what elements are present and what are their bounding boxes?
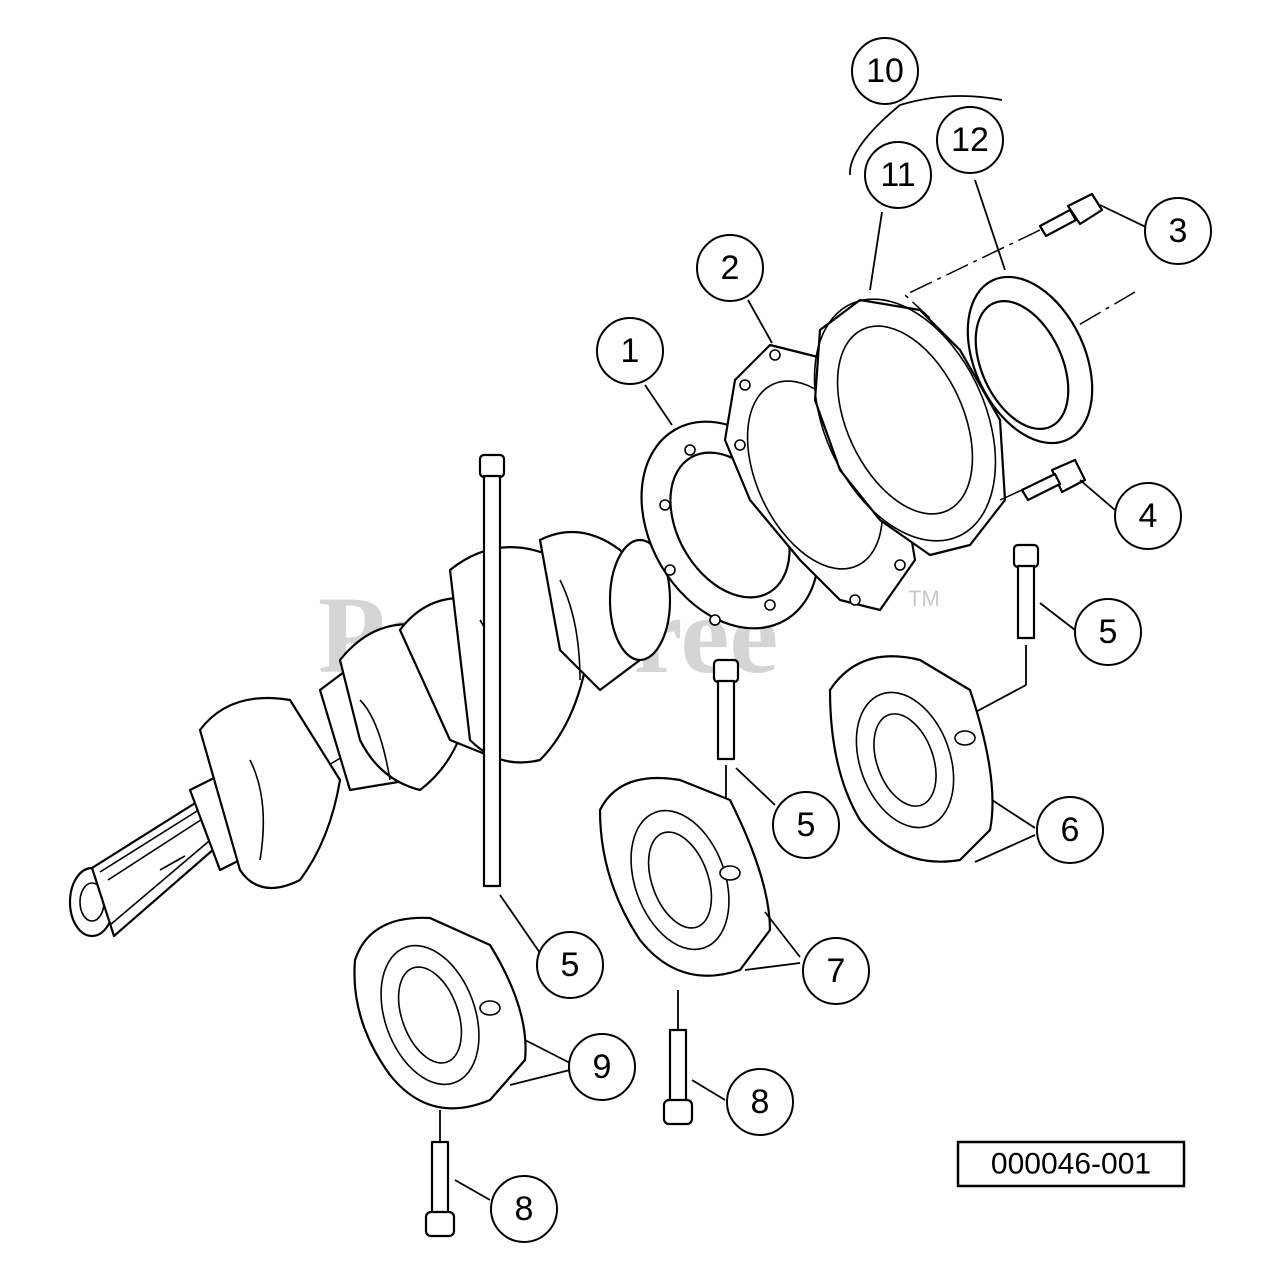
callout-12-label: 12 [951,121,989,159]
callout-7: 7 [802,937,870,1005]
callout-7-label: 7 [827,952,846,990]
watermark-tm: TM [908,586,940,611]
callout-2-label: 2 [721,249,740,287]
callout-9-label: 9 [593,1048,612,1086]
callout-4-label: 4 [1139,497,1158,535]
callout-3-label: 3 [1169,212,1188,250]
leader-lines [454,95,1149,1201]
part-6-bearing-cap [828,655,994,863]
callout-4: 4 [1114,482,1182,550]
callout-6: 6 [1036,796,1104,864]
callout-5-left: 5 [536,931,604,999]
part-7-bearing-cap [598,776,772,977]
callout-8-left: 8 [490,1175,558,1243]
callout-10: 10 [851,37,919,105]
callout-5-middle: 5 [772,791,840,859]
callout-6-label: 6 [1061,811,1080,849]
part-5-bolt-right [1012,543,1040,640]
figure-number-box: 000046-001 [956,1140,1186,1188]
callout-5-right-label: 5 [1099,613,1118,651]
crankshaft-flywheel-journal [608,538,672,662]
callout-9: 9 [568,1033,636,1101]
part-5-bolt-left [478,453,506,888]
figure-number: 000046-001 [991,1148,1151,1181]
callout-5-middle-label: 5 [797,806,816,844]
part-8-bolt-middle [662,1028,694,1126]
crankshaft-counterweight-1 [198,696,342,890]
callout-1: 1 [596,317,664,385]
callout-10-label: 10 [866,52,904,90]
callout-5-left-label: 5 [561,946,580,984]
part-8-bolt-left [424,1140,456,1238]
callout-8-middle: 8 [726,1068,794,1136]
part-5-bolt-middle [712,658,740,761]
part-12-oil-seal [966,275,1094,445]
part-11-seal-housing [813,298,1007,557]
callout-1-label: 1 [621,332,640,370]
part-3-bolt [1038,192,1104,238]
callout-11: 11 [864,141,932,209]
callout-8-left-label: 8 [515,1190,534,1228]
callout-8-middle-label: 8 [751,1083,770,1121]
part-4-bolt [1020,458,1087,502]
part-9-bearing-cap [353,916,527,1110]
callout-11-label: 11 [880,156,915,194]
callout-12: 12 [936,106,1004,174]
callout-5-right: 5 [1074,598,1142,666]
callout-2: 2 [696,234,764,302]
callout-3: 3 [1144,197,1212,265]
